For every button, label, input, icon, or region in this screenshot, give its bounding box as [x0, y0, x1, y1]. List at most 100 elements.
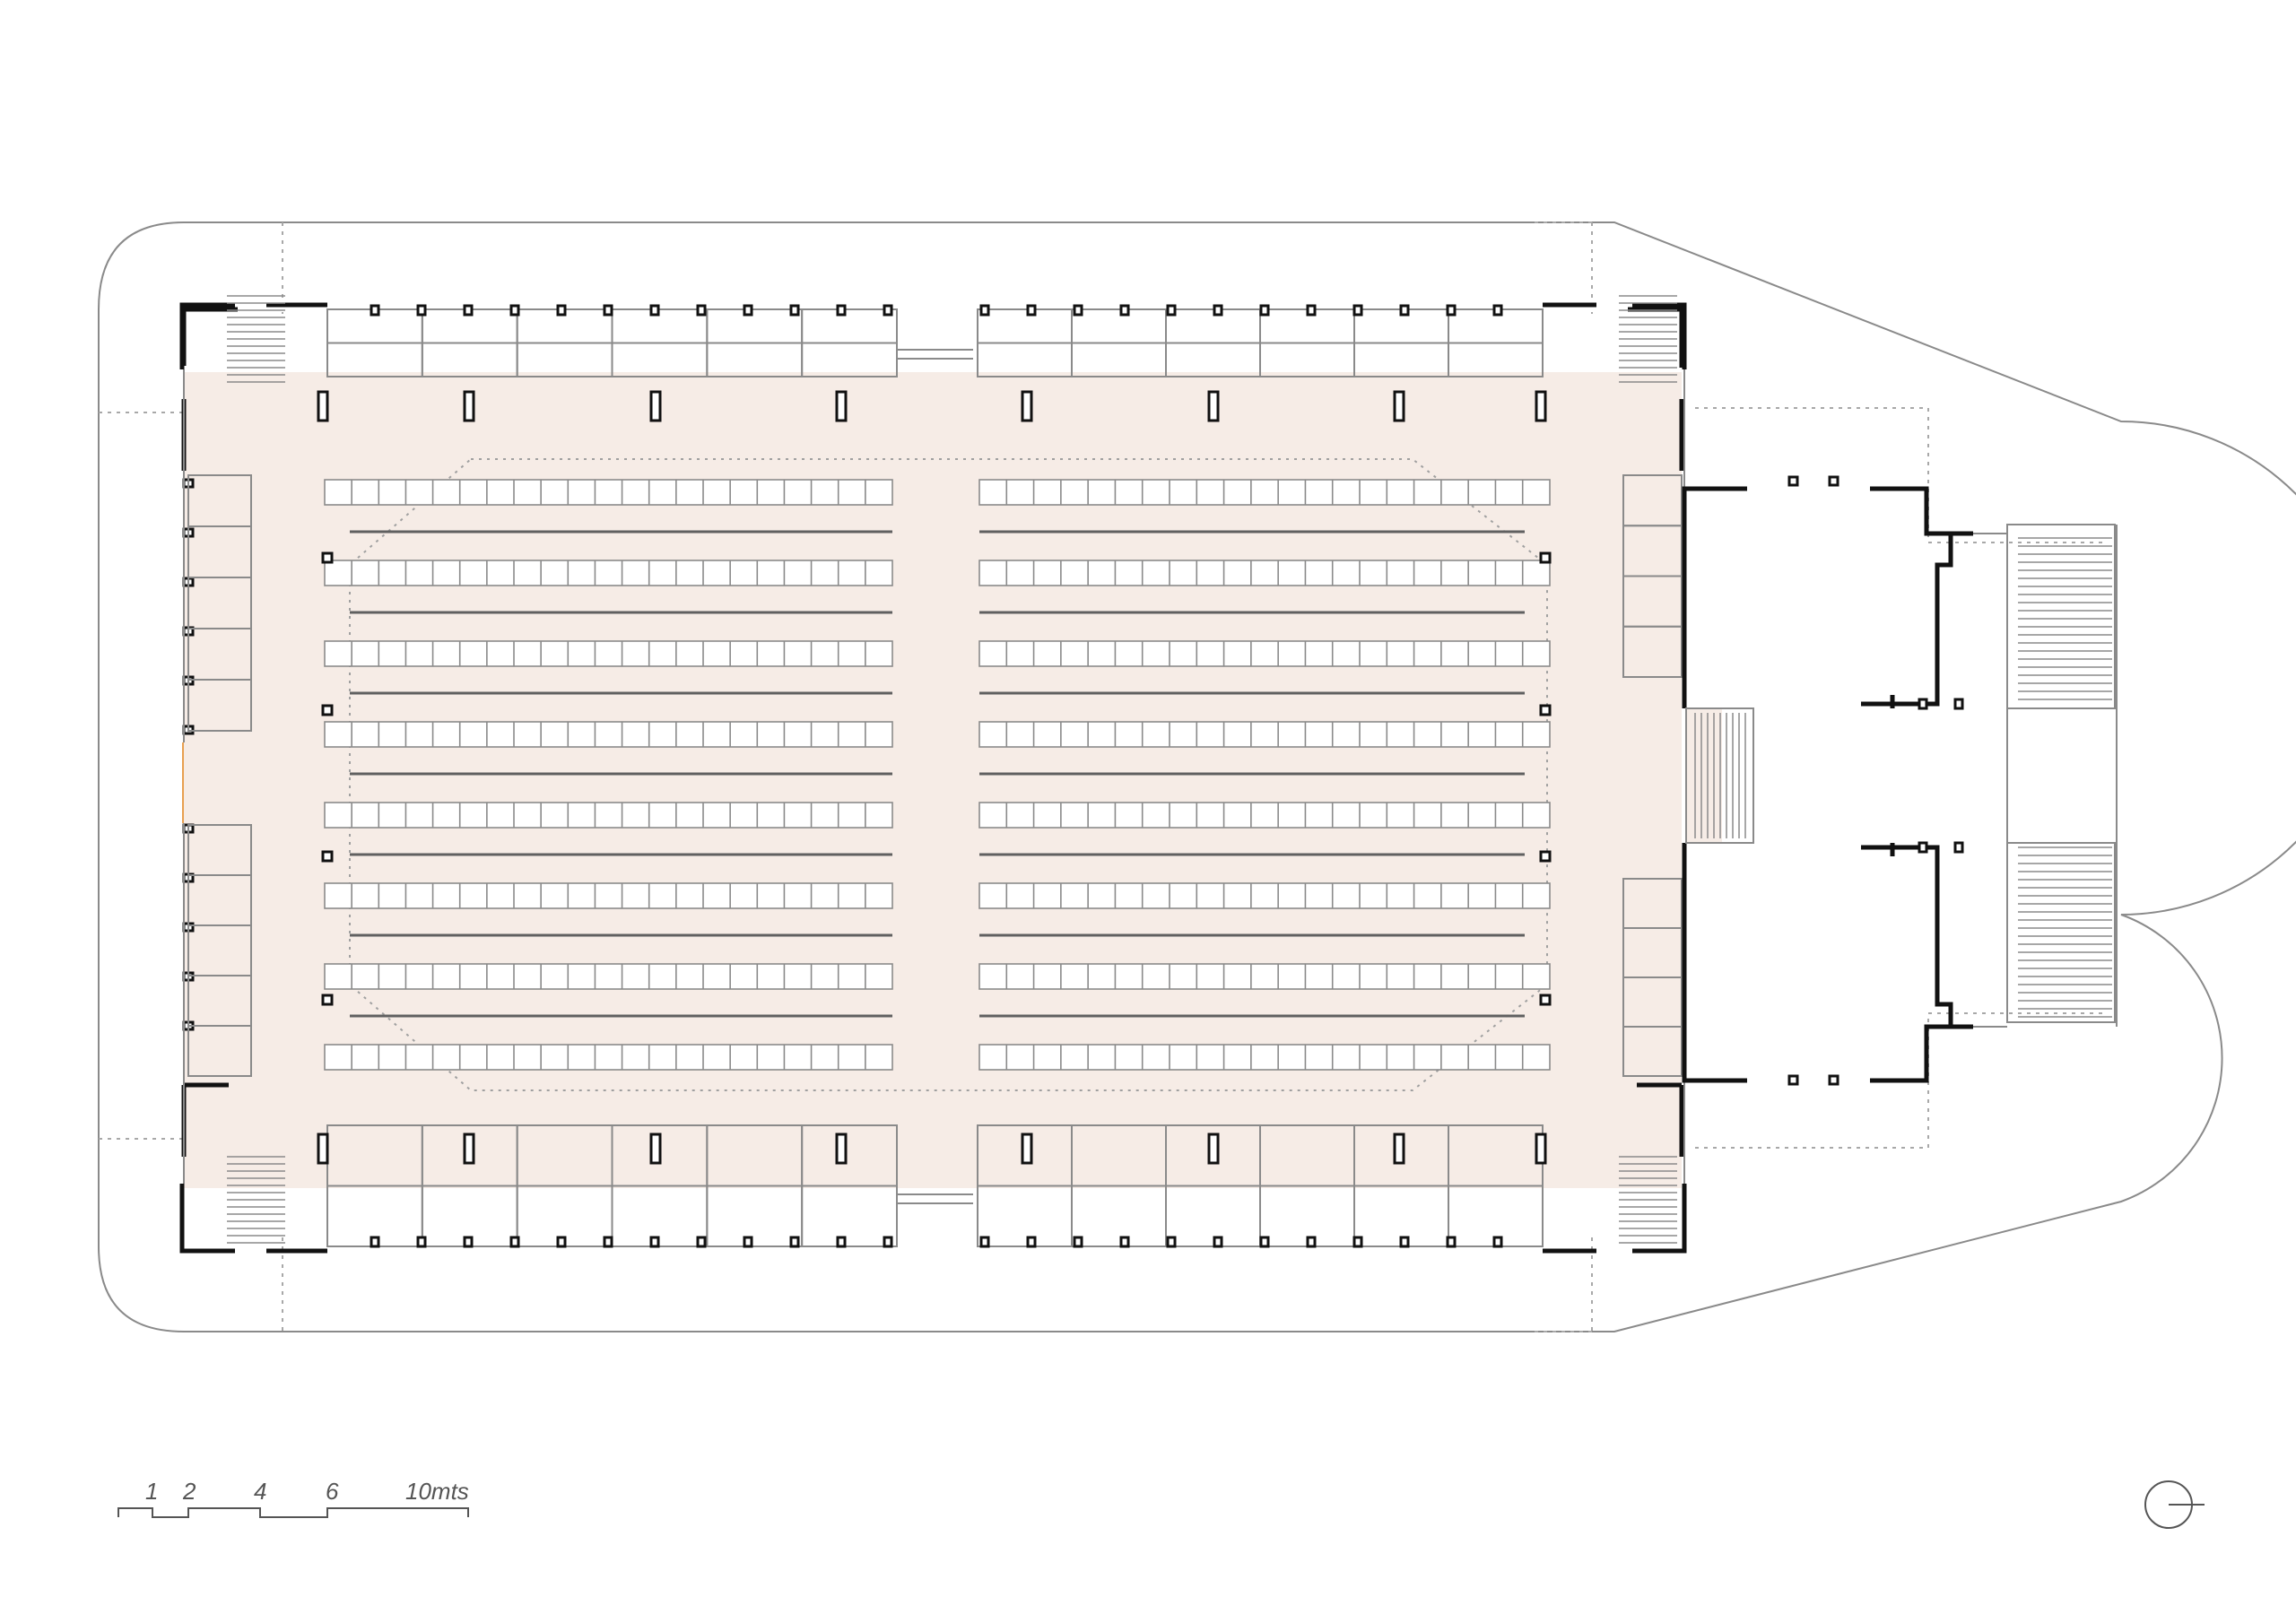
column: [1352, 304, 1363, 317]
pier: [1393, 1133, 1405, 1165]
column: [979, 304, 990, 317]
porch-column: [1953, 698, 1964, 710]
nave-pier: [321, 994, 334, 1006]
central-aisle: [892, 372, 973, 1188]
column: [696, 304, 707, 317]
scale-label-6: 6: [326, 1478, 339, 1505]
column: [556, 1236, 567, 1248]
column: [789, 1236, 800, 1248]
column: [509, 304, 520, 317]
pew-row: [324, 963, 893, 990]
column: [883, 1236, 893, 1248]
pier: [1207, 1133, 1220, 1165]
porch-column: [1828, 475, 1839, 487]
scale-label-10mts: 10mts: [405, 1478, 469, 1505]
entrance-passage-fill: [1686, 708, 1722, 843]
column: [1259, 304, 1270, 317]
porch-column: [1787, 475, 1799, 487]
column: [743, 304, 753, 317]
column: [979, 1236, 990, 1248]
column: [1446, 304, 1457, 317]
scale-label-1: 1: [145, 1478, 158, 1505]
pew-row: [324, 640, 893, 667]
column: [1119, 304, 1130, 317]
wall-cell: [187, 679, 252, 732]
entrance-porch-lines: [1685, 524, 2118, 1028]
column: [370, 1236, 380, 1248]
pew-row: [978, 963, 1551, 990]
column: [1026, 1236, 1037, 1248]
porch-columns: [1787, 475, 1964, 1086]
scale-bar: 1 2 4 6 10mts: [117, 1478, 469, 1518]
column: [883, 304, 893, 317]
nave-pier: [1539, 994, 1552, 1006]
pew-row: [324, 882, 893, 909]
wall-cell: [1622, 625, 1683, 678]
nave-pier: [1539, 850, 1552, 863]
pew-row: [978, 479, 1551, 506]
nave-pier: [321, 551, 334, 564]
column: [1119, 1236, 1130, 1248]
nave-pier: [1539, 704, 1552, 716]
pier: [1393, 390, 1405, 422]
dotted-octagon: [349, 458, 1548, 1091]
column: [836, 1236, 847, 1248]
column: [1166, 1236, 1177, 1248]
column: [603, 1236, 613, 1248]
site-outline: [98, 221, 2296, 1332]
dotted-guides: [99, 221, 2108, 1332]
pew-row: [324, 802, 893, 829]
column: [556, 304, 567, 317]
pew-row: [324, 1044, 893, 1071]
porch-stairs: [1694, 537, 2112, 1018]
columns: [182, 304, 1552, 1248]
column: [1399, 304, 1410, 317]
column: [1492, 1236, 1503, 1248]
pew-row: [978, 1044, 1551, 1071]
column: [1166, 304, 1177, 317]
scale-bar-line: [117, 1507, 469, 1518]
column: [696, 1236, 707, 1248]
entrance-walls: [1682, 486, 1973, 1083]
nave-pier: [1539, 551, 1552, 564]
column: [1352, 1236, 1363, 1248]
wall-cell: [1622, 1026, 1683, 1077]
porch-column: [1828, 1074, 1839, 1086]
scale-label-4: 4: [254, 1478, 266, 1505]
pew-row: [978, 640, 1551, 667]
pier: [463, 1133, 475, 1165]
column: [1492, 304, 1503, 317]
column: [416, 1236, 427, 1248]
pier: [835, 1133, 848, 1165]
pew-row: [978, 802, 1551, 829]
pier: [1021, 390, 1033, 422]
pew-row: [324, 721, 893, 748]
nave-pier: [321, 850, 334, 863]
column: [463, 304, 474, 317]
column: [416, 304, 427, 317]
north-arrow-icon: [2144, 1480, 2205, 1529]
column: [836, 304, 847, 317]
column: [509, 1236, 520, 1248]
pier: [317, 390, 329, 422]
pew-row: [324, 479, 893, 506]
corner-stairs: [227, 295, 1677, 1244]
column: [1446, 1236, 1457, 1248]
column: [1306, 1236, 1317, 1248]
scale-label-2: 2: [182, 1478, 196, 1505]
nave-pier: [321, 704, 334, 716]
pier: [317, 1133, 329, 1165]
pier: [1535, 390, 1547, 422]
left-wall-cells: [187, 474, 1683, 1077]
pier: [649, 390, 662, 422]
pier: [1021, 1133, 1033, 1165]
column: [1399, 1236, 1410, 1248]
wall-cell: [187, 1025, 252, 1077]
pew-rows: [324, 479, 1551, 1071]
column: [649, 1236, 660, 1248]
pier: [463, 390, 475, 422]
pew-row: [978, 560, 1551, 586]
column: [463, 1236, 474, 1248]
column: [743, 1236, 753, 1248]
